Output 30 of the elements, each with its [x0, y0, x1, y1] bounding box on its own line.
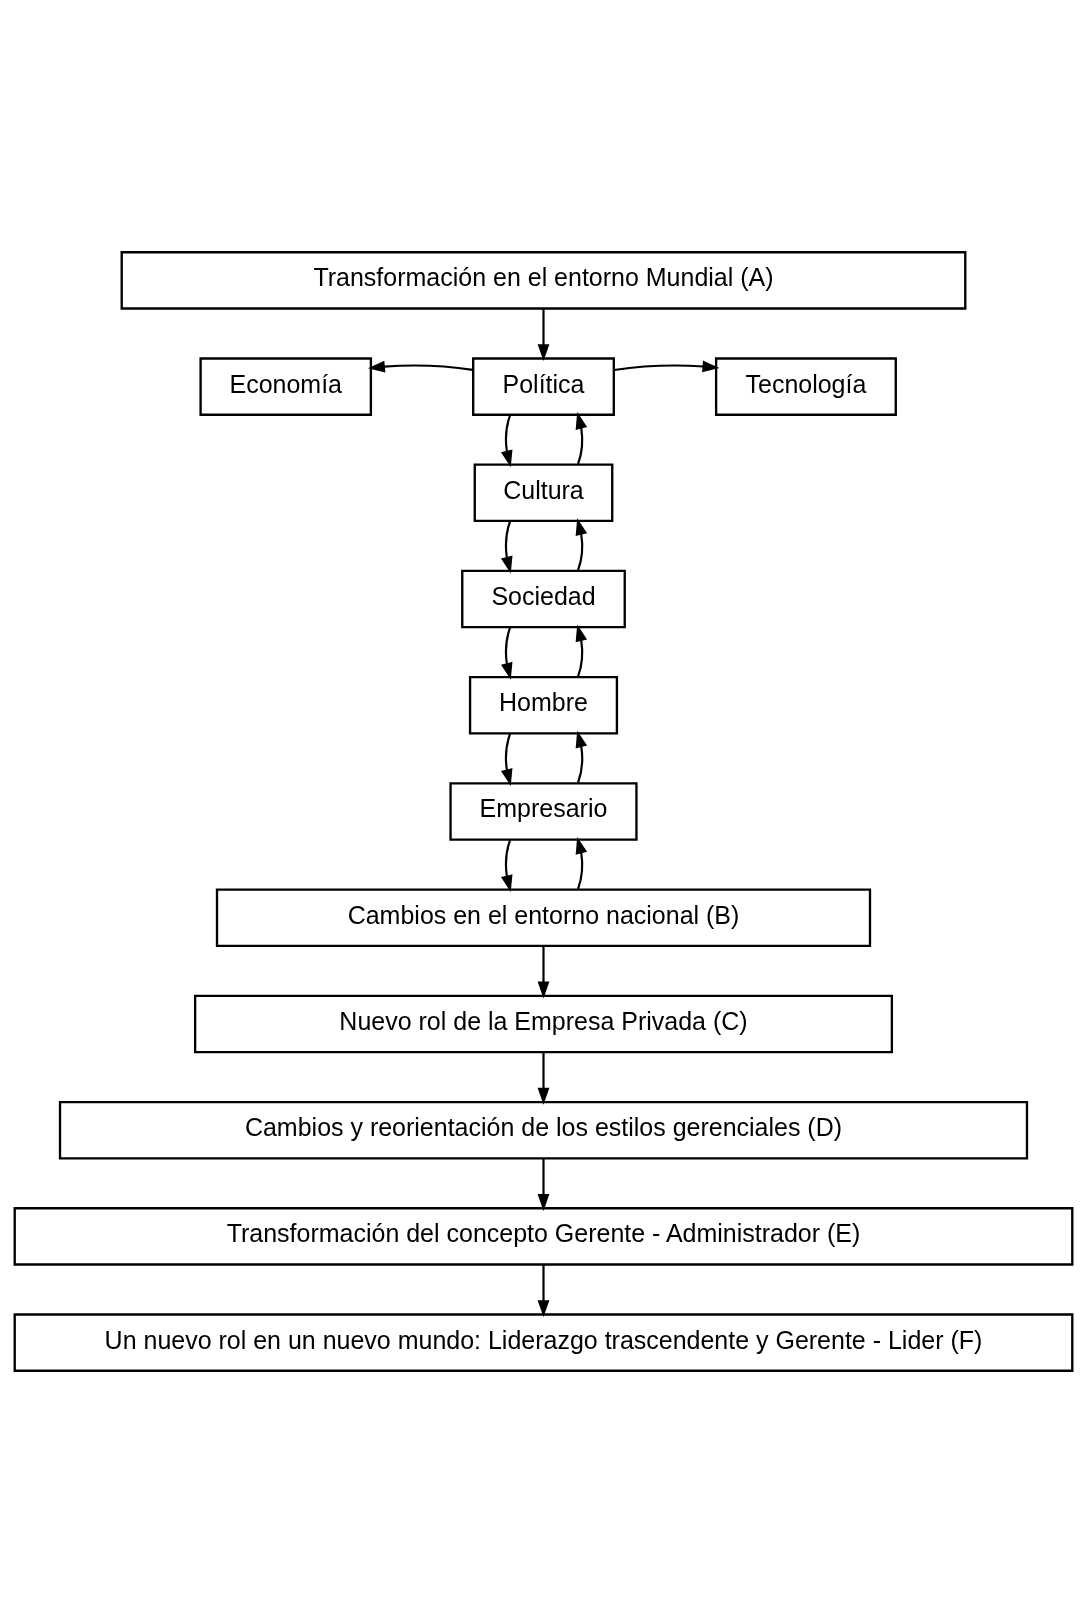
node-box: Transformación en el entorno Mundial (A) [120, 250, 967, 310]
node-box: Sociedad [461, 569, 626, 628]
arrow [537, 945, 550, 998]
arrow [537, 1052, 550, 1105]
arrow [500, 839, 513, 892]
arrow [575, 730, 588, 783]
node-box: Un nuevo rol en un nuevo mundo: Liderazgo trascendente y Gerente - Lider (F) [13, 1312, 1074, 1372]
node-box: Tecnología [714, 356, 897, 416]
arrow [500, 626, 513, 680]
node-box: Cambios en el entorno nacional (B) [215, 887, 872, 947]
arrow [575, 517, 588, 571]
node-box: Cultura [473, 463, 614, 522]
arrow [368, 360, 474, 372]
arrow [500, 414, 513, 467]
node-box: Política [472, 356, 615, 416]
arrow [575, 411, 588, 464]
node-box: Transformación del concepto Gerente - Administrador (E) [13, 1206, 1074, 1266]
node-box: Cambios y reorientación de los estilos gerenciales (D) [58, 1100, 1029, 1159]
node-box: Economía [199, 356, 373, 416]
arrow [537, 1264, 550, 1317]
arrow [575, 836, 588, 889]
arrow [575, 624, 588, 677]
arrow [500, 520, 513, 573]
arrow [537, 308, 550, 361]
arrow [614, 360, 720, 372]
arrow [500, 733, 513, 786]
arrow [537, 1158, 550, 1211]
node-box: Empresario [449, 781, 638, 841]
node-box: Hombre [468, 675, 619, 735]
node-box: Nuevo rol de la Empresa Privada (C) [193, 994, 894, 1053]
